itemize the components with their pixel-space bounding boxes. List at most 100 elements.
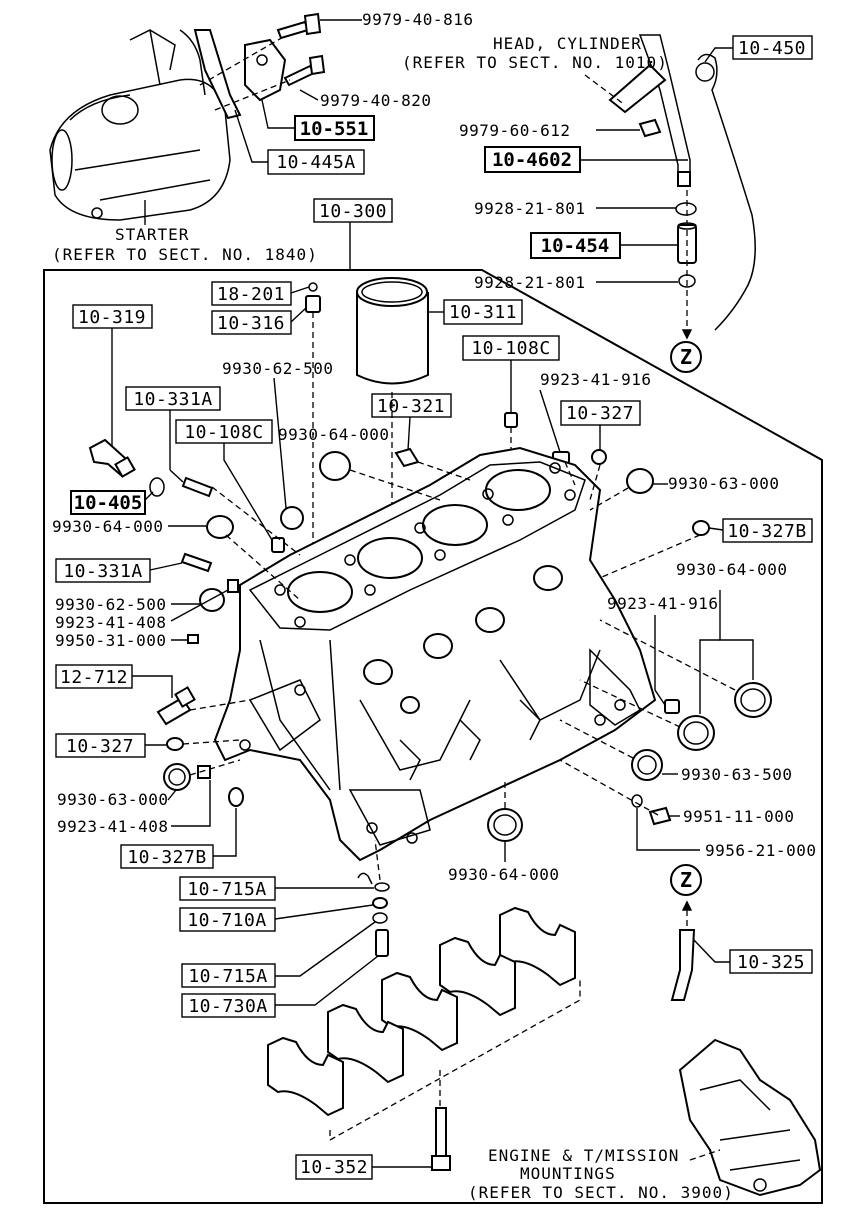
box-10-327B-a-label: 10-327B — [727, 521, 806, 542]
part-9923-41-408-a: 9923-41-408 — [55, 613, 166, 632]
part-9930-64-000-a: 9930-64-000 — [278, 425, 389, 444]
box-10-4602-label: 10-4602 — [492, 149, 572, 171]
plug-9930-63-500 — [631, 749, 663, 781]
part-9951-11-000: 9951-11-000 — [683, 807, 794, 826]
part-9930-63-000-b: 9930-63-000 — [57, 790, 168, 809]
part-9930-62-500-a: 9930-62-500 — [222, 359, 333, 378]
cylinder-block — [213, 446, 657, 862]
stud-10-321 — [394, 447, 420, 468]
stud-10-331A-b — [180, 552, 213, 573]
plug-9930-64-000-bottom — [487, 808, 523, 842]
part-9930-64-000-c: 9930-64-000 — [676, 560, 787, 579]
box-10-321-label: 10-321 — [377, 396, 445, 417]
part-9928-21-801-a: 9928-21-801 — [474, 199, 585, 218]
dowel-9923-41-916-b — [664, 699, 680, 714]
box-10-108C-b: 10-108C — [175, 419, 273, 444]
box-10-445A: 10-445A — [267, 149, 365, 175]
box-10-108C-b-label: 10-108C — [184, 422, 263, 443]
head-cylinder-ref: (REFER TO SECT. NO. 1010) — [402, 53, 668, 72]
box-10-730A-label: 10-730A — [188, 996, 267, 1017]
box-18-201-label: 18-201 — [217, 284, 285, 305]
box-10-4602: 10-4602 — [484, 146, 581, 173]
box-10-331A-a: 10-331A — [125, 386, 221, 411]
plug-10-327B-b — [228, 787, 244, 807]
box-18-201: 18-201 — [211, 281, 292, 306]
plug-9930-64-000-a — [319, 451, 351, 481]
starter-title: STARTER — [115, 225, 189, 244]
main-bearing-cap-4 — [327, 1003, 404, 1084]
sensor-12-712 — [156, 686, 196, 726]
box-12-712: 12-712 — [55, 664, 133, 689]
block-frame — [43, 222, 823, 1204]
dowel-9923-41-408-b — [197, 765, 211, 779]
z-marker-top: Z — [670, 341, 702, 373]
part-9923-41-916-a: 9923-41-916 — [540, 370, 651, 389]
box-10-316-label: 10-316 — [217, 313, 285, 334]
expansion-plug-9930-63-000-a — [626, 468, 654, 494]
box-10-352-label: 10-352 — [300, 1157, 368, 1178]
bolt-9979-40-816 — [276, 12, 322, 40]
cylinder-sleeve-10-311 — [356, 277, 429, 385]
dipstick-guide-10-4602 — [608, 34, 691, 187]
box-10-445A-label: 10-445A — [276, 152, 355, 173]
expansion-plug-b — [199, 588, 225, 612]
mount-ref: (REFER TO SECT. NO. 3900) — [468, 1183, 734, 1202]
z-marker-bottom-label: Z — [680, 868, 692, 892]
box-10-325: 10-325 — [729, 949, 813, 974]
oil-strainer-10-325 — [670, 929, 696, 1001]
stud-10-331A-a — [181, 476, 214, 498]
part-9979-60-612: 9979-60-612 — [459, 121, 570, 140]
bolt-9979-40-820 — [283, 54, 326, 87]
box-10-327-b: 10-327 — [55, 733, 146, 758]
part-9956-21-000: 9956-21-000 — [705, 841, 816, 860]
part-9930-64-000-b: 9930-64-000 — [52, 517, 163, 536]
box-10-551-label: 10-551 — [300, 118, 369, 140]
box-10-300-label: 10-300 — [319, 201, 387, 222]
dowel-10-108C-b — [271, 537, 285, 553]
mount-title-2: MOUNTINGS — [520, 1164, 616, 1183]
box-10-311: 10-311 — [443, 299, 523, 325]
plug-9930-64-000-ring-b — [677, 715, 715, 751]
bolt-10-730A — [375, 929, 389, 957]
box-10-715A-b-label: 10-715A — [188, 966, 267, 987]
part-9979-40-816: 9979-40-816 — [362, 10, 473, 29]
box-10-551: 10-551 — [294, 115, 375, 141]
part-9979-40-820: 9979-40-820 — [320, 91, 431, 110]
box-10-327B-b: 10-327B — [120, 844, 214, 869]
box-10-327-a: 10-327 — [560, 400, 641, 426]
plug-9930-62-500-a — [280, 506, 304, 530]
box-10-710A-label: 10-710A — [187, 910, 266, 931]
box-10-405-label: 10-405 — [74, 492, 143, 514]
washer-10-710A — [372, 897, 388, 909]
part-9923-41-408-b: 9923-41-408 — [57, 817, 168, 836]
plug-10-327-b — [166, 737, 184, 751]
main-bearing-cap-2 — [439, 936, 516, 1017]
head-cylinder-title: HEAD, CYLINDER — [493, 34, 642, 53]
part-9928-21-801-b: 9928-21-801 — [474, 273, 585, 292]
box-10-710A: 10-710A — [179, 907, 276, 932]
plug-9930-64-000-ring-a — [734, 682, 772, 718]
bolt-9979-60-612 — [638, 118, 662, 138]
box-10-450-label: 10-450 — [738, 38, 806, 59]
part-9930-62-500-b: 9930-62-500 — [55, 595, 166, 614]
box-10-108C-a: 10-108C — [462, 335, 560, 361]
starter-bracket — [193, 29, 287, 120]
plug-10-327-a — [591, 449, 607, 465]
box-10-715A-b: 10-715A — [181, 963, 276, 988]
box-10-319-label: 10-319 — [78, 307, 146, 328]
expansion-plug-a — [206, 515, 234, 539]
part-9923-41-916-b: 9923-41-916 — [607, 594, 718, 613]
box-10-730A: 10-730A — [181, 993, 276, 1018]
plug-10-327B-a — [692, 520, 710, 536]
main-bearing-cap-5 — [267, 1036, 344, 1117]
box-12-712-label: 12-712 — [60, 667, 128, 688]
starter-ref: (REFER TO SECT. NO. 1840) — [52, 245, 318, 264]
box-10-311-label: 10-311 — [449, 302, 517, 323]
box-10-327-a-label: 10-327 — [566, 403, 634, 424]
box-10-454: 10-454 — [530, 232, 621, 259]
box-10-454-label: 10-454 — [541, 235, 610, 257]
clip-9928-21-801-a — [675, 202, 697, 216]
main-bearing-cap-1 — [499, 906, 576, 987]
z-marker-top-label: Z — [680, 345, 692, 369]
